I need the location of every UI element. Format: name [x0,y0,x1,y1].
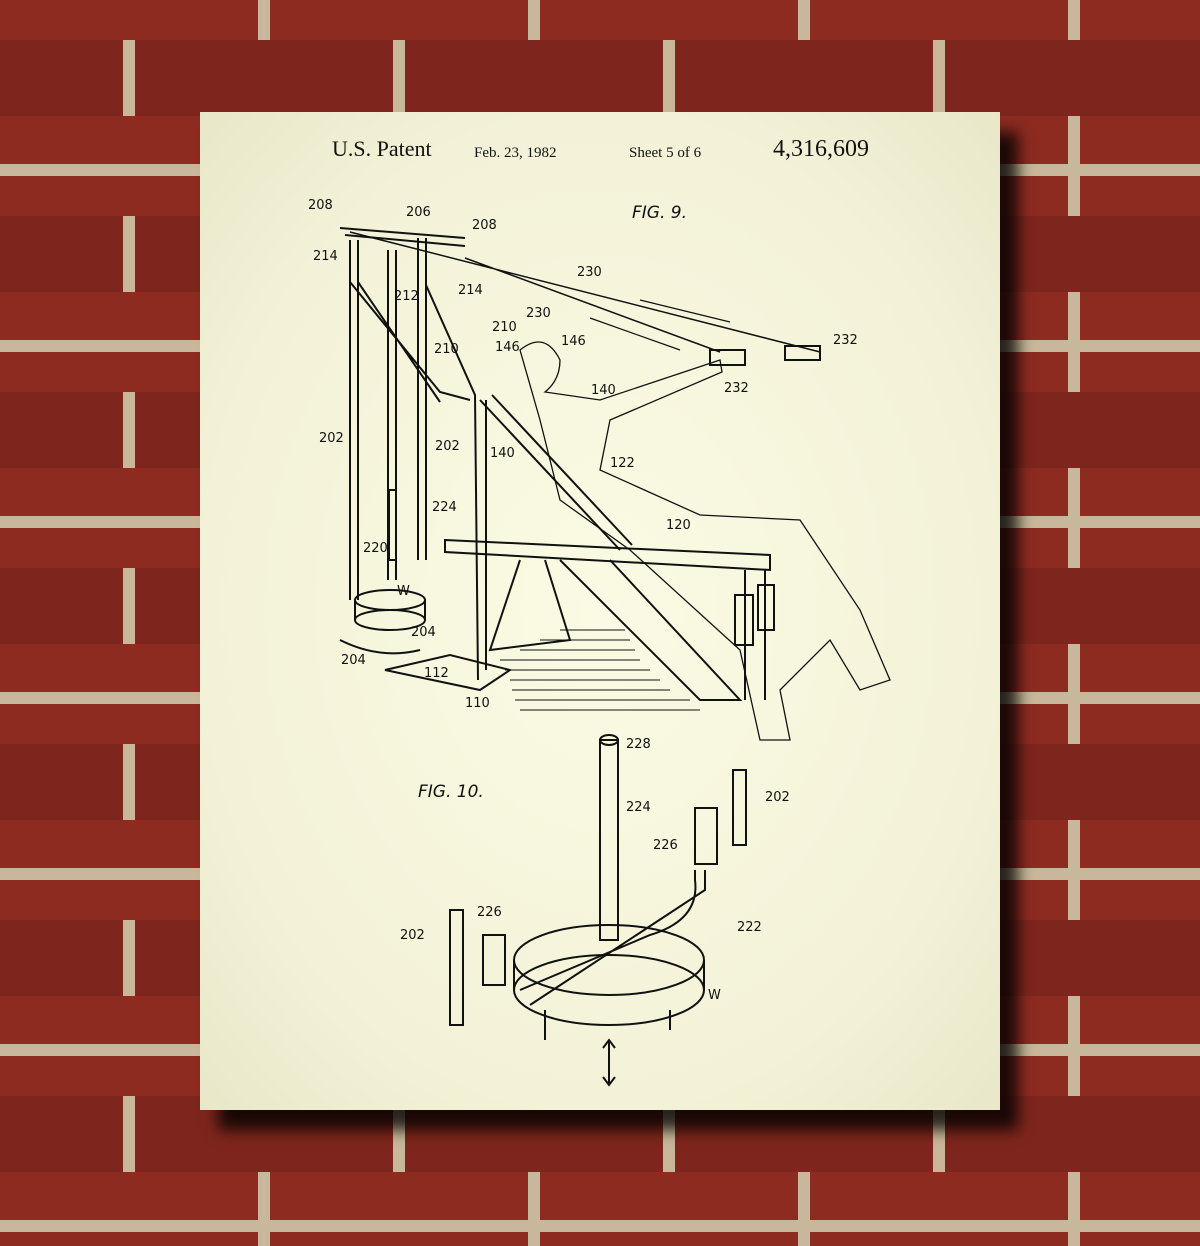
ref-label: 146 [495,340,520,355]
ref-label: 202 [435,439,460,454]
ref-label: 214 [458,283,483,298]
ref-label: 112 [424,666,449,681]
ref-label: 120 [666,518,691,533]
ref-label: 222 [737,920,762,935]
patent-title: U.S. Patent [332,136,432,161]
ref-label: 230 [526,306,551,321]
ref-label: W [708,988,721,1003]
ref-label: 232 [724,381,749,396]
ref-label: 232 [833,333,858,348]
ref-label: 226 [653,838,678,853]
ref-label: W [397,584,410,599]
ref-label: 146 [561,334,586,349]
ref-label: 204 [411,625,436,640]
ref-label: 210 [492,320,517,335]
ref-label: 140 [591,383,616,398]
ref-label: 226 [477,905,502,920]
fig10-caption: FIG. 10. [418,782,484,802]
sheet-number: Sheet 5 of 6 [629,145,702,161]
ref-label: 212 [394,289,419,304]
ref-label: 224 [626,800,651,815]
ref-label: 202 [400,928,425,943]
ref-label: 214 [313,249,338,264]
ref-label: 122 [610,456,635,471]
patent-number: 4,316,609 [773,136,869,162]
ref-label: 202 [319,431,344,446]
ref-label: 140 [490,446,515,461]
fig10-drawing [449,734,747,1087]
ref-label: 220 [363,541,388,556]
ref-label: 206 [406,205,431,220]
ref-label: 208 [472,218,497,233]
fig9-caption: FIG. 9. [632,203,687,223]
ref-label: 204 [341,653,366,668]
ref-label: 208 [308,198,333,213]
ref-label: 230 [577,265,602,280]
fig9-drawing [339,227,891,741]
ref-label: 202 [765,790,790,805]
fig10-labels: 228 224 202 226 222 226 202 W [400,737,790,1003]
ref-label: 210 [434,342,459,357]
ref-label: 110 [465,696,490,711]
patent-date: Feb. 23, 1982 [474,145,557,161]
fig9-labels: 208 206 208 214 212 214 230 230 210 146 … [308,198,858,711]
ref-label: 228 [626,737,651,752]
ref-label: 224 [432,500,457,515]
patent-poster [200,112,1000,1110]
